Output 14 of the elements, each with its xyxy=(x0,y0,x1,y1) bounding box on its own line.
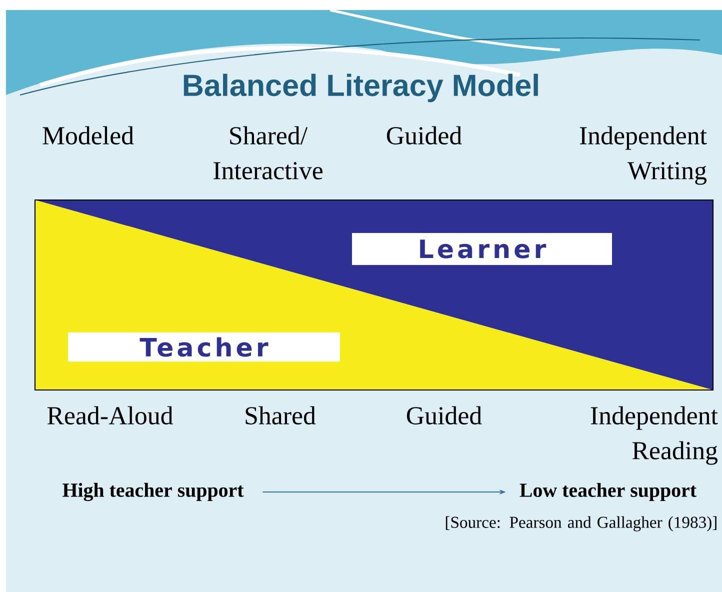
stage-label: Read-Aloud xyxy=(47,406,173,424)
stage-label: Shared/ Interactive xyxy=(214,126,322,180)
stage-label: Guided xyxy=(406,406,482,424)
source-note: [Source: Pearson and Gallagher (1983)] xyxy=(446,516,716,532)
support-label: High teacher support xyxy=(62,482,244,502)
label-box: Learner xyxy=(352,233,612,265)
stage-label: Independent Reading xyxy=(590,406,718,465)
stage-label: Guided xyxy=(386,126,462,144)
title: Balanced Literacy Model xyxy=(184,74,538,102)
support-label: Low teacher support xyxy=(520,482,696,502)
stage-label: Shared xyxy=(246,406,316,424)
stage-label: Independent Writing xyxy=(580,126,707,185)
label-box: Teacher xyxy=(68,332,340,362)
stage-label: Modeled xyxy=(42,126,134,144)
